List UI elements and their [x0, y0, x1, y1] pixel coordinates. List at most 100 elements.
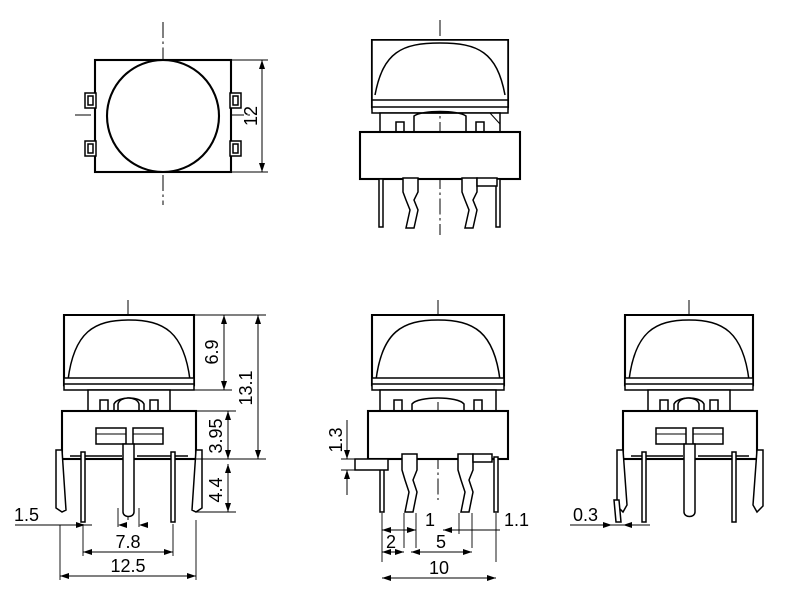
side-plain-view-skirt-band-2	[624, 383, 754, 391]
side-dim-arrow-10-right	[487, 575, 496, 581]
side-dim-arrow-1-a-right	[407, 527, 416, 533]
front-dim-view-terminal-left	[95, 427, 127, 445]
side-dim-view-body	[366, 409, 510, 461]
top-view-arrow-up	[259, 60, 265, 69]
dim-label-1-5: 1.5	[14, 505, 39, 525]
front-dim-arrow-inner-right	[139, 522, 148, 528]
dim-label-1: 1	[425, 510, 435, 530]
dim-label-4-4: 4.4	[206, 477, 226, 502]
side-dim-view-shelf-right	[472, 453, 493, 463]
front-view-upper-shelf-right	[476, 177, 498, 187]
dim-label-13-1: 13.1	[236, 370, 256, 405]
front-dim-arrow-inner-left	[118, 522, 127, 528]
front-view-upper-rib-diag	[489, 112, 501, 125]
side-dim-arrow-2-left	[382, 549, 391, 555]
side-dim-arrow-5-left	[411, 549, 420, 555]
front-view-upper-dome-curve	[374, 42, 506, 96]
side-view-plain: 0.3	[570, 300, 764, 528]
top-view-tab-right-upper-inner	[232, 95, 239, 106]
front-dim-view-dome-curve	[67, 319, 191, 381]
dim-label-5: 5	[436, 532, 446, 552]
dim-label-0-3: 0.3	[573, 505, 598, 525]
side-plain-view-pin-2	[731, 451, 737, 523]
front-dim-arrow-4-4-bottom	[225, 503, 231, 512]
side-dim-view-skirt-band-2	[371, 383, 505, 391]
side-plain-view-terminal-right	[692, 427, 724, 445]
side-dim-arrow-5-right	[463, 549, 472, 555]
front-dim-view-pin-2	[170, 451, 176, 523]
side-plain-dim-arrow-right	[623, 522, 632, 528]
side-plain-view-plunger-stub	[683, 443, 696, 518]
top-view-tab-right-lower-inner	[232, 143, 239, 154]
front-dim-arrow-1-5	[76, 522, 85, 528]
side-dim-view-flange-left	[354, 458, 389, 471]
front-dim-arrow-13-1-top	[255, 315, 261, 324]
front-view-upper-pin-center-right	[461, 177, 478, 229]
front-dim-arrow-7-8-right	[164, 549, 173, 555]
front-view-upper-cap-box	[371, 39, 509, 104]
dim-label-12: 12	[241, 106, 261, 126]
side-plain-view-pin-1	[641, 451, 647, 523]
front-view-upper-pin-center-left	[402, 177, 419, 229]
dim-label-3-95: 3.95	[206, 418, 226, 453]
front-dim-view-cap-box	[62, 313, 196, 387]
front-view-upper-body	[358, 130, 522, 181]
top-view-body-outline	[93, 58, 233, 174]
side-view-dimensioned: 1.3 1 1.1 2 5 10	[326, 300, 529, 581]
side-dim-arrow-2-right	[395, 549, 404, 555]
front-dim-arrow-3-95-top	[225, 411, 231, 420]
side-plain-view-leg-right	[752, 449, 764, 514]
front-dim-view-pin-1	[80, 451, 86, 523]
side-plain-view-plunger-dome	[677, 397, 700, 413]
dim-label-7-8: 7.8	[115, 532, 140, 552]
front-dim-arrow-6-9-bottom	[221, 381, 227, 390]
dim-label-12-5: 12.5	[110, 556, 145, 576]
side-dim-arrow-1-b-left	[443, 527, 452, 533]
top-view-tab-left-lower-inner	[87, 143, 94, 154]
front-dim-arrow-12-5-right	[187, 573, 196, 579]
side-dim-arrow-10-left	[382, 575, 391, 581]
front-view-upper	[358, 20, 522, 235]
side-plain-view-dome-curve	[628, 319, 750, 381]
side-dim-arrow-1-a-left	[382, 527, 391, 533]
front-dim-arrow-13-1-bottom	[255, 450, 261, 459]
top-view: 12	[75, 22, 268, 205]
front-dim-arrow-7-8-left	[83, 549, 92, 555]
top-view-arrow-down	[259, 163, 265, 172]
front-dim-view-terminal-right	[132, 427, 164, 445]
side-plain-view-leg-tip	[613, 499, 622, 523]
front-view-upper-internal-ribs	[379, 110, 501, 134]
front-dim-arrow-6-9-top	[221, 315, 227, 324]
top-view-actuator-circle	[105, 58, 221, 174]
side-dim-view-pin-outer-right	[493, 456, 499, 513]
side-dim-view-pin-center-left	[401, 453, 418, 513]
top-view-tab-left-upper-inner	[87, 95, 94, 106]
dim-label-6-9: 6.9	[202, 339, 222, 364]
side-dim-arrow-1-3-upper	[344, 450, 350, 459]
side-plain-view-leg-left	[616, 449, 628, 514]
side-plain-dim-arrow-left	[603, 522, 612, 528]
dim-label-1-1: 1.1	[504, 510, 529, 530]
front-dim-arrow-3-95-bottom	[225, 450, 231, 459]
front-dim-view-leg-right	[191, 449, 203, 513]
side-dim-view-internal-ribs	[379, 389, 497, 413]
side-dim-arrow-1-3-lower	[344, 470, 350, 479]
side-dim-view-cap-box	[370, 313, 506, 387]
front-dim-view-plunger-stub	[122, 443, 135, 518]
side-dim-view-dome-curve	[375, 319, 501, 381]
front-view-upper-pin-outer-right	[495, 178, 501, 228]
front-dim-view-plunger-dome	[117, 397, 140, 413]
side-dim-view-pin-center-right	[457, 453, 474, 513]
front-dim-arrow-4-4-top	[225, 464, 231, 473]
front-view-dimensioned: 6.9 13.1 3.95 4.4 1.5 7.8	[14, 300, 266, 580]
side-plain-view-terminal-left	[655, 427, 687, 445]
front-dim-arrow-12-5-left	[60, 573, 69, 579]
dim-label-10: 10	[429, 558, 449, 578]
front-dim-view-leg-left	[55, 449, 67, 513]
front-view-upper-pin-outer-left	[378, 178, 384, 228]
front-dim-view-skirt-band-2	[63, 383, 195, 391]
dim-label-2: 2	[386, 532, 396, 552]
dim-label-1-3: 1.3	[326, 427, 346, 452]
